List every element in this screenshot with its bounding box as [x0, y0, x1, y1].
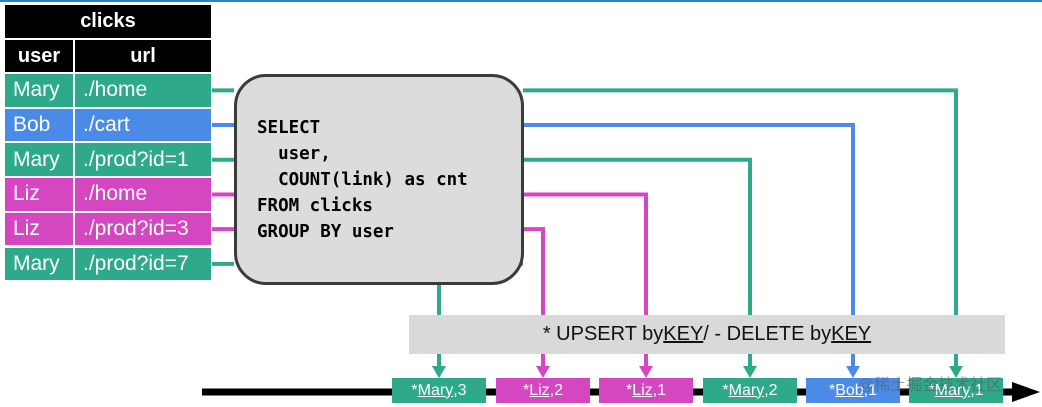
output-route-arrowhead — [432, 366, 446, 378]
record-op: * — [522, 381, 530, 399]
table-cell-user: Liz — [5, 212, 73, 246]
upsert-delete-banner: * UPSERT by KEY / - DELETE by KEY — [409, 315, 1005, 354]
output-record: * Mary,2 — [703, 378, 797, 403]
record-count: 1 — [657, 381, 667, 399]
table-title: clicks — [5, 5, 211, 38]
top-accent-line — [0, 0, 1042, 2]
output-record: * Bob,1 — [806, 378, 900, 403]
column-header-url: url — [75, 40, 211, 72]
output-route — [523, 88, 958, 368]
table-cell-url: ./home — [75, 178, 211, 211]
record-key: Bob — [835, 381, 864, 399]
record-op: * — [411, 381, 418, 399]
output-route-arrowhead — [536, 366, 550, 378]
table-cell-url: ./prod?id=7 — [75, 247, 211, 281]
output-route — [523, 123, 855, 368]
output-record: * Mary,1 — [909, 378, 1003, 403]
record-key: Liz — [529, 381, 550, 399]
output-route — [523, 192, 648, 368]
output-route-arrowhead — [846, 366, 860, 378]
output-route-arrowhead — [639, 366, 653, 378]
record-key: Liz — [632, 381, 653, 399]
banner-key-2: KEY — [831, 323, 872, 345]
table-cell-user: Mary — [5, 247, 73, 281]
record-key: Mary — [417, 381, 454, 399]
table-cell-user: Bob — [5, 108, 73, 142]
record-count: 2 — [554, 381, 564, 399]
table-cell-url: ./home — [75, 74, 211, 107]
column-header-user: user — [5, 40, 73, 72]
table-cell-user: Mary — [5, 74, 73, 107]
table-cell-user: Mary — [5, 143, 73, 177]
watermark: @稀土掘金技术社区 — [858, 377, 1003, 394]
record-count: 1 — [974, 381, 984, 399]
table-cell-url: ./cart — [75, 108, 211, 142]
record-op: * — [828, 381, 836, 399]
record-op: * — [928, 381, 935, 399]
record-key: Mary — [728, 381, 765, 399]
record-key: Mary — [934, 381, 971, 399]
timeline-arrowhead — [1012, 382, 1040, 402]
record-count: 3 — [457, 381, 467, 399]
banner-prefix: * UPSERT by — [542, 323, 664, 345]
banner-key-1: KEY — [663, 323, 704, 345]
banner-middle: / - DELETE by — [703, 323, 832, 345]
record-count: 2 — [768, 381, 778, 399]
record-count: 1 — [868, 381, 878, 399]
record-op: * — [722, 381, 729, 399]
table-cell-user: Liz — [5, 178, 73, 211]
sql-query-text: SELECT user, COUNT(link) as cnt FROM cli… — [257, 118, 468, 242]
output-route-arrowhead — [949, 366, 963, 378]
output-record: * Mary,3 — [392, 378, 486, 403]
output-route — [523, 157, 752, 368]
sql-query-box: SELECT user, COUNT(link) as cnt FROM cli… — [234, 74, 524, 285]
output-record: * Liz,1 — [599, 378, 693, 403]
record-op: * — [625, 381, 633, 399]
output-route-arrowhead — [743, 366, 757, 378]
table-cell-url: ./prod?id=3 — [75, 212, 211, 246]
table-cell-url: ./prod?id=1 — [75, 143, 211, 177]
output-record: * Liz,2 — [496, 378, 590, 403]
